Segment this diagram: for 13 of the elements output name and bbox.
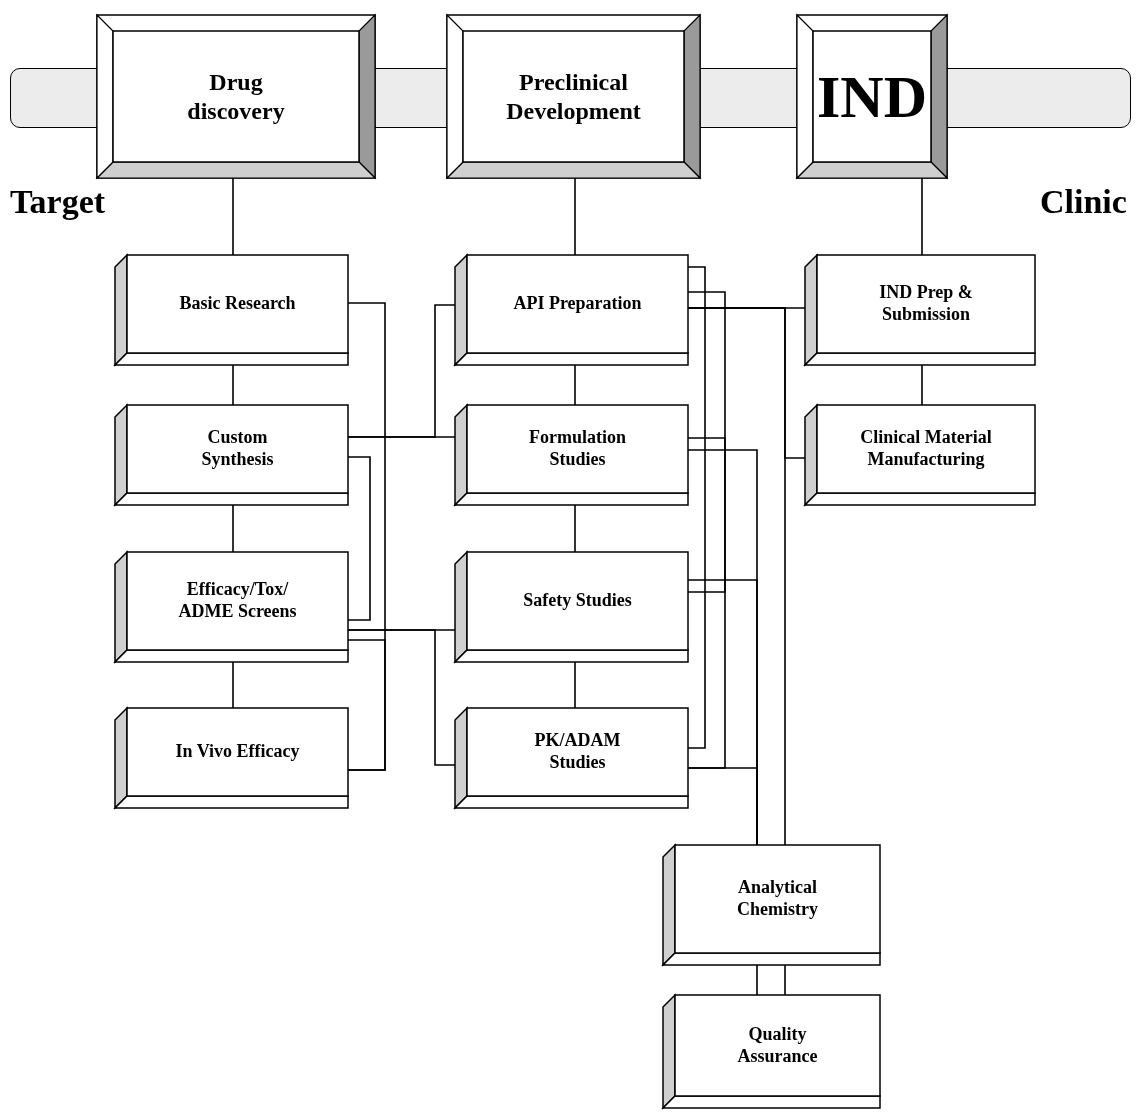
connector-line (921, 177, 923, 256)
connector-line (232, 364, 234, 406)
connector-line (232, 177, 234, 256)
connector-line (921, 364, 923, 406)
connector-line (232, 504, 234, 553)
connector-line (574, 177, 576, 256)
connector-line (574, 661, 576, 709)
stage-label: Target (10, 183, 106, 221)
connector-line (232, 661, 234, 709)
stage-label: Clinic (1040, 183, 1127, 221)
connector-line (574, 504, 576, 553)
connector-line (574, 364, 576, 406)
connector-line (756, 964, 786, 996)
